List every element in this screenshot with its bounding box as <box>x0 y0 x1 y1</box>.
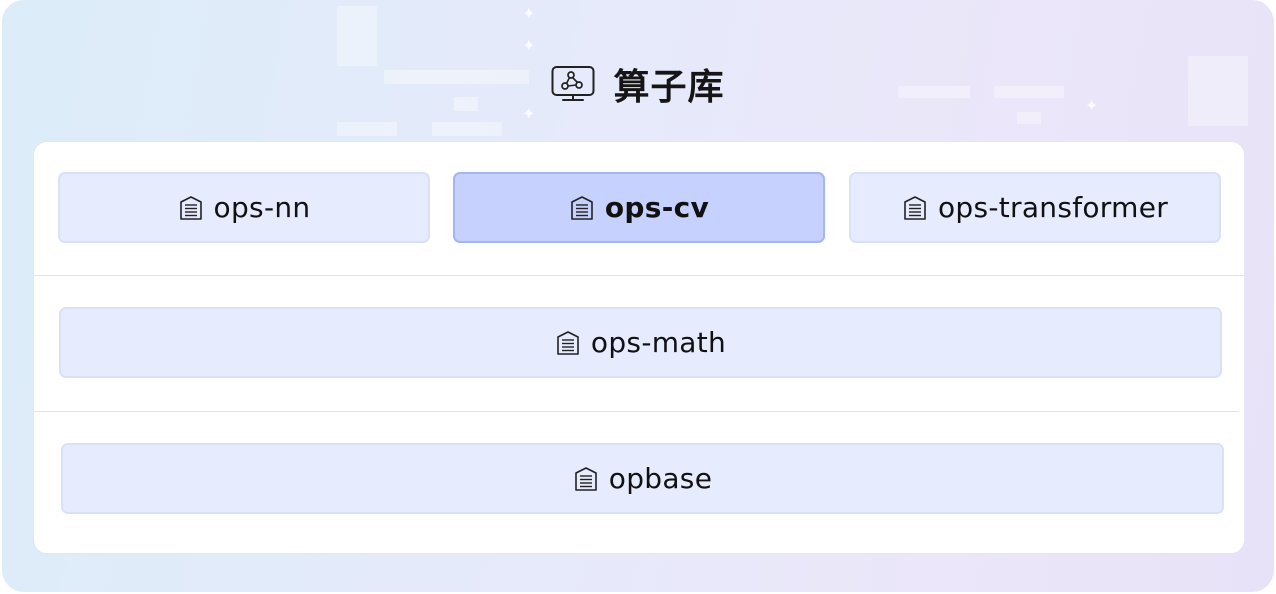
document-list-icon <box>574 466 597 491</box>
sparkle-decoration: ✦ <box>522 104 536 123</box>
ops-transformer-label: ops-transformer <box>937 191 1169 224</box>
page-title: 算子库 <box>613 67 725 108</box>
opbase-label: opbase <box>608 462 713 495</box>
ops-nn-button[interactable]: ops-nn <box>58 172 430 243</box>
background-decoration <box>994 86 1064 98</box>
opbase-button[interactable]: opbase <box>61 443 1224 514</box>
document-list-icon <box>557 330 579 355</box>
background-decoration <box>1188 56 1248 126</box>
ops-panel: ops-nn ops-cv ops-transformer <box>33 141 1245 554</box>
document-list-icon <box>571 195 593 220</box>
sparkle-decoration: ✦ <box>522 4 536 23</box>
ops-nn-label: ops-nn <box>213 191 311 224</box>
ops-cv-button[interactable]: ops-cv <box>453 172 825 243</box>
background-decoration <box>384 70 529 84</box>
background-decoration <box>454 97 478 111</box>
background-decoration <box>1017 112 1041 124</box>
ops-math-label: ops-math <box>590 326 727 359</box>
ops-cv-label: ops-cv <box>604 191 710 224</box>
document-list-icon <box>904 195 926 220</box>
row-divider <box>34 275 1244 276</box>
row-divider <box>34 411 1239 412</box>
background-decoration <box>337 6 377 66</box>
sparkle-decoration: ✦ <box>1085 96 1099 115</box>
ops-math-button[interactable]: ops-math <box>59 307 1222 378</box>
background-decoration <box>337 122 397 136</box>
ops-transformer-button[interactable]: ops-transformer <box>849 172 1221 243</box>
operator-library-icon <box>551 66 595 101</box>
background-decoration <box>432 122 502 136</box>
document-list-icon <box>179 195 202 220</box>
sparkle-decoration: ✦ <box>522 36 536 55</box>
background-decoration <box>898 86 970 98</box>
header: 算子库 <box>2 56 1274 112</box>
